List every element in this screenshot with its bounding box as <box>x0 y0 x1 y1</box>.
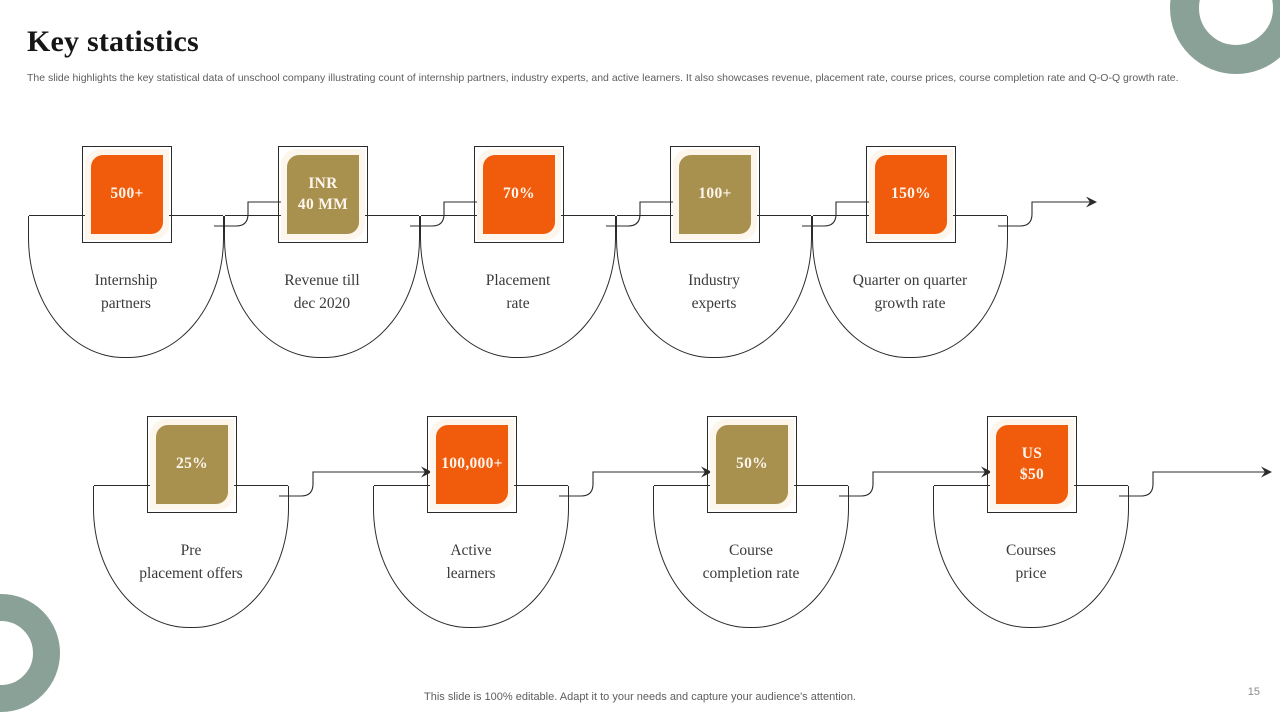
stat-label: Industry experts <box>688 272 740 312</box>
stat-badge-inner-frame: US $50 <box>990 419 1074 510</box>
connector-arrow-icon <box>998 192 1113 228</box>
stat-label: Pre placement offers <box>139 542 243 582</box>
stat-label: Placement rate <box>485 272 551 312</box>
stat-badge-outer-frame: 70% <box>474 146 564 243</box>
stat-badge-inner-frame: 100,000+ <box>430 419 514 510</box>
stat-badge-outer-frame: INR 40 MM <box>278 146 368 243</box>
stat-badge-inner-frame: 150% <box>869 149 953 240</box>
stat-item[interactable]: 50% Course completion rate <box>653 416 992 631</box>
stat-label: Revenue till dec 2020 <box>284 272 360 312</box>
stat-label: Active learners <box>446 542 496 582</box>
connector-arrow-icon <box>1119 462 1280 498</box>
stat-badge-inner-frame: 50% <box>710 419 794 510</box>
stat-item[interactable]: 150% Quarter on quarter growth rate <box>812 146 1097 361</box>
stat-value-badge[interactable]: US $50 <box>996 425 1068 504</box>
stat-label: Quarter on quarter growth rate <box>852 272 968 312</box>
stat-badge-inner-frame: 500+ <box>85 149 169 240</box>
stat-badge-inner-frame: 100+ <box>673 149 757 240</box>
stat-badge-outer-frame: 150% <box>866 146 956 243</box>
stat-badge-outer-frame: 100,000+ <box>427 416 517 513</box>
stat-badge-outer-frame: 100+ <box>670 146 760 243</box>
stat-badge-inner-frame: 25% <box>150 419 234 510</box>
stat-label: Internship partners <box>94 272 158 312</box>
stat-row-2: 25% Pre placement offers 100,000+ Active le… <box>93 416 1272 631</box>
stat-badge-outer-frame: 25% <box>147 416 237 513</box>
stat-badge-outer-frame: 500+ <box>82 146 172 243</box>
stat-value-badge[interactable]: 100,000+ <box>436 425 508 504</box>
stat-item[interactable]: 500+ Internship partners <box>28 146 313 361</box>
stat-label: Courses price <box>1006 542 1056 582</box>
stat-item[interactable]: 70% Placement rate <box>420 146 705 361</box>
stat-badge-outer-frame: US $50 <box>987 416 1077 513</box>
stat-value-badge[interactable]: 150% <box>875 155 947 234</box>
stat-value-badge[interactable]: 25% <box>156 425 228 504</box>
stat-value-badge[interactable]: 50% <box>716 425 788 504</box>
page-number: 15 <box>1247 686 1260 698</box>
stat-value-badge[interactable]: 100+ <box>679 155 751 234</box>
stat-item[interactable]: INR 40 MM Revenue till dec 2020 <box>224 146 509 361</box>
stat-item[interactable]: 25% Pre placement offers <box>93 416 432 631</box>
stat-item[interactable]: 100+ Industry experts <box>616 146 901 361</box>
page-title: Key statistics <box>27 25 199 58</box>
footer-note: This slide is 100% editable. Adapt it to… <box>424 691 856 703</box>
page-subtitle: The slide highlights the key statistical… <box>27 71 1179 84</box>
stat-item[interactable]: 100,000+ Active learners <box>373 416 712 631</box>
stat-value-badge[interactable]: 500+ <box>91 155 163 234</box>
stat-label: Course completion rate <box>702 542 800 582</box>
stat-badge-inner-frame: INR 40 MM <box>281 149 365 240</box>
stat-row-1: 500+ Internship partners INR 40 MM Revenue … <box>28 146 1097 361</box>
stat-value-badge[interactable]: INR 40 MM <box>287 155 359 234</box>
stat-badge-outer-frame: 50% <box>707 416 797 513</box>
stat-value-badge[interactable]: 70% <box>483 155 555 234</box>
slide-header: Key statistics The slide highlights the … <box>27 25 1247 85</box>
stat-badge-inner-frame: 70% <box>477 149 561 240</box>
